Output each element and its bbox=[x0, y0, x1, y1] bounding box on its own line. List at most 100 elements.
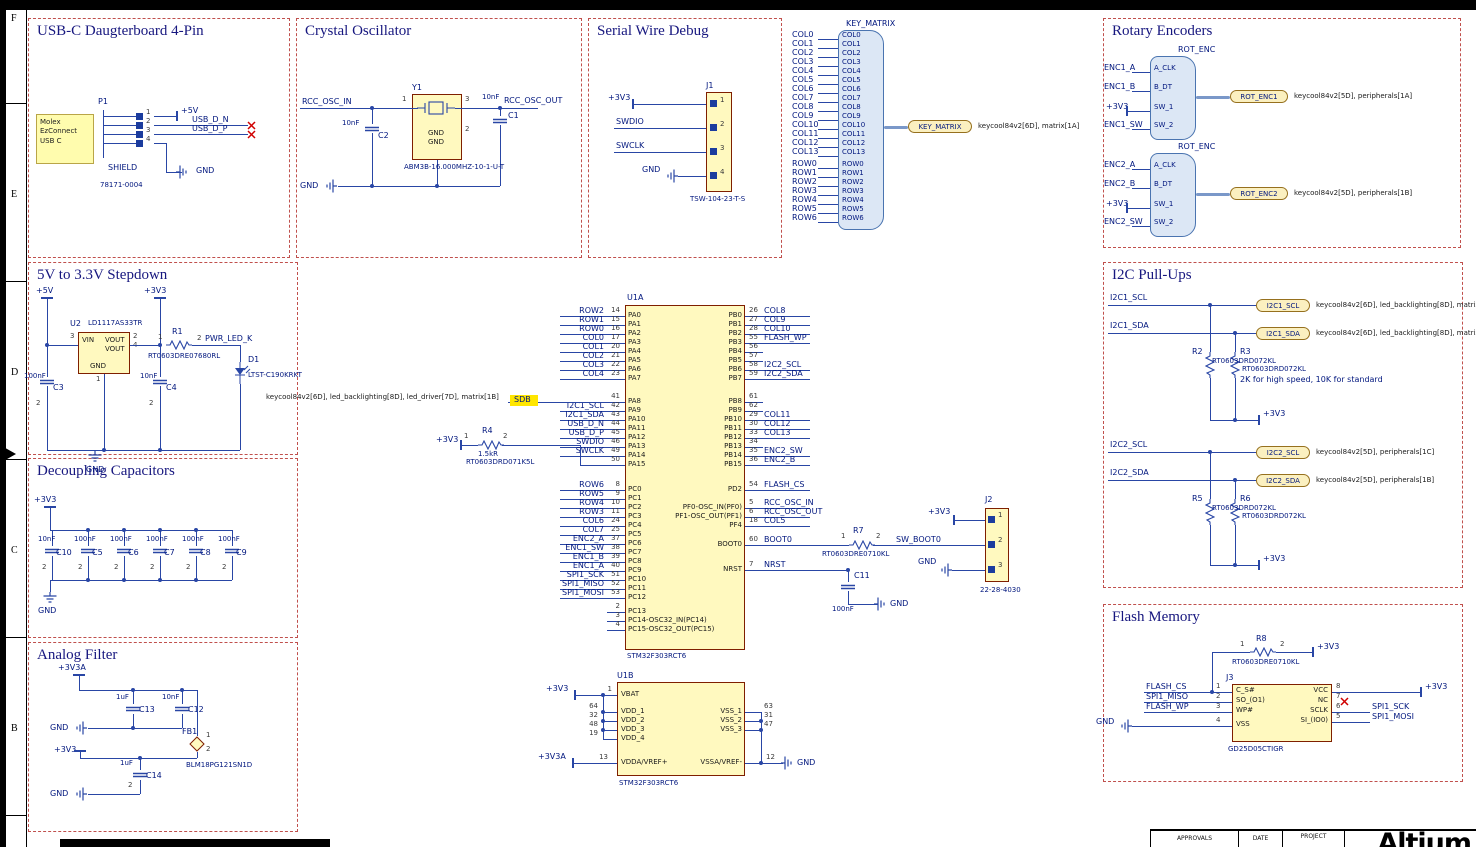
designator[interactable]: J2 bbox=[985, 495, 993, 504]
power-port[interactable] bbox=[176, 111, 178, 121]
capacitor-symbol[interactable] bbox=[175, 704, 189, 714]
component-body[interactable] bbox=[1232, 684, 1332, 742]
net-label[interactable]: COL2 bbox=[582, 351, 604, 360]
net-label[interactable]: USB_D_P bbox=[568, 428, 604, 437]
power-port[interactable] bbox=[460, 440, 462, 450]
value-label[interactable]: 100nF bbox=[218, 535, 240, 543]
net-label[interactable]: ENC2_SW bbox=[1104, 217, 1143, 226]
designator[interactable]: Y1 bbox=[412, 83, 422, 92]
component-body[interactable] bbox=[617, 682, 745, 776]
gnd-power-port-icon[interactable] bbox=[75, 720, 87, 736]
gnd-power-port-icon[interactable] bbox=[75, 786, 87, 802]
net-label[interactable]: GND bbox=[642, 165, 661, 174]
power-port[interactable] bbox=[1126, 106, 1128, 116]
net-label[interactable]: SWCLK bbox=[616, 141, 645, 150]
power-port[interactable] bbox=[1126, 203, 1128, 213]
net-label[interactable]: ROW0 bbox=[792, 159, 817, 168]
value-label[interactable]: 100nF bbox=[146, 535, 168, 543]
resistor-symbol[interactable] bbox=[849, 539, 875, 551]
net-label[interactable]: ROW6 bbox=[579, 480, 604, 489]
net-label[interactable]: RCC_OSC_IN bbox=[764, 498, 814, 507]
net-label[interactable]: ENC1_B bbox=[572, 552, 604, 561]
net-label[interactable]: +5V bbox=[181, 106, 199, 115]
net-label[interactable]: COL8 bbox=[792, 102, 814, 111]
designator[interactable]: FB1 bbox=[182, 727, 198, 736]
designator[interactable]: C1 bbox=[508, 111, 519, 120]
net-label[interactable]: I2C1_SCL bbox=[1110, 293, 1148, 302]
net-label[interactable]: SHIELD bbox=[108, 163, 138, 172]
capacitor-symbol[interactable] bbox=[153, 546, 167, 556]
designator[interactable]: U1B bbox=[617, 671, 634, 680]
net-label[interactable]: SWDIO bbox=[616, 117, 644, 126]
value-label[interactable]: 22-28-4030 bbox=[980, 586, 1021, 594]
designator[interactable]: C14 bbox=[146, 771, 162, 780]
net-label[interactable]: SWDIO bbox=[576, 437, 604, 446]
net-label[interactable]: SPI1_MOSI bbox=[562, 588, 604, 597]
value-label[interactable]: 10nF bbox=[162, 693, 180, 701]
net-label[interactable]: ROW3 bbox=[792, 186, 817, 195]
resistor-symbol[interactable] bbox=[1229, 499, 1241, 525]
designator[interactable]: R2 bbox=[1192, 347, 1203, 356]
net-label[interactable]: FLASH_WP bbox=[1146, 702, 1189, 711]
capacitor-symbol[interactable] bbox=[40, 377, 54, 387]
power-port[interactable] bbox=[953, 515, 955, 525]
net-label[interactable]: +5V bbox=[36, 286, 54, 295]
designator[interactable]: R7 bbox=[853, 526, 864, 535]
net-label[interactable]: +3V3 bbox=[1263, 409, 1286, 418]
power-port[interactable] bbox=[74, 750, 86, 752]
power-port[interactable] bbox=[572, 758, 574, 768]
harness-connector[interactable] bbox=[1150, 56, 1196, 140]
net-label[interactable]: +3V3 bbox=[608, 93, 631, 102]
value-label[interactable]: 10nF bbox=[140, 372, 158, 380]
designator[interactable]: R8 bbox=[1256, 634, 1267, 643]
resistor-symbol[interactable] bbox=[166, 339, 192, 351]
capacitor-symbol[interactable] bbox=[117, 546, 131, 556]
net-label[interactable]: ROW5 bbox=[579, 489, 604, 498]
net-label[interactable]: +3V3 bbox=[546, 684, 569, 693]
net-label[interactable]: COL4 bbox=[582, 369, 604, 378]
net-label[interactable]: GND bbox=[1096, 717, 1115, 726]
net-label[interactable]: BOOT0 bbox=[764, 535, 792, 544]
net-label[interactable]: COL6 bbox=[792, 84, 814, 93]
net-label[interactable]: +3V3 bbox=[144, 286, 167, 295]
value-label[interactable]: 100nF bbox=[74, 535, 96, 543]
net-label[interactable]: I2C1_SDA bbox=[1110, 321, 1149, 330]
value-label[interactable]: STM32F303RCT6 bbox=[619, 779, 679, 787]
net-label[interactable]: GND bbox=[918, 557, 937, 566]
value-label[interactable]: GD25D05CTIGR bbox=[1228, 745, 1284, 753]
capacitor-symbol[interactable] bbox=[133, 770, 147, 780]
capacitor-symbol[interactable] bbox=[365, 124, 379, 134]
net-label[interactable]: ROW4 bbox=[579, 498, 604, 507]
designator[interactable]: P1 bbox=[98, 97, 108, 106]
capacitor-symbol[interactable] bbox=[493, 116, 507, 126]
net-label[interactable]: RCC_OSC_IN bbox=[302, 97, 352, 106]
value-label[interactable]: RT0603DRD072KL bbox=[1242, 365, 1306, 373]
designator[interactable]: J3 bbox=[1226, 673, 1234, 682]
net-label[interactable]: NRST bbox=[764, 560, 786, 569]
net-label[interactable]: ENC1_SW bbox=[1104, 120, 1143, 129]
net-label[interactable]: +3V3 bbox=[1106, 102, 1129, 111]
value-label[interactable]: 100nF bbox=[110, 535, 132, 543]
gnd-power-port-icon[interactable] bbox=[940, 562, 952, 578]
designator[interactable]: U2 bbox=[70, 319, 81, 328]
net-label[interactable]: +3V3A bbox=[58, 663, 86, 672]
net-label[interactable]: COL8 bbox=[764, 306, 786, 315]
net-label[interactable]: ENC1_A bbox=[1104, 63, 1136, 72]
net-label[interactable]: ENC1_B bbox=[1104, 82, 1136, 91]
capacitor-symbol[interactable] bbox=[225, 546, 239, 556]
gnd-power-port-icon[interactable] bbox=[666, 168, 678, 184]
power-port[interactable] bbox=[1258, 560, 1260, 570]
designator[interactable]: R6 bbox=[1240, 494, 1251, 503]
resistor-symbol[interactable] bbox=[1204, 499, 1216, 525]
net-label[interactable]: ENC2_SW bbox=[764, 446, 803, 455]
net-label[interactable]: GND bbox=[38, 606, 57, 615]
power-port[interactable] bbox=[41, 297, 53, 299]
value-label[interactable]: LTST-C190KRKT bbox=[248, 371, 302, 379]
net-label[interactable]: I2C2_SCL bbox=[764, 360, 802, 369]
designator[interactable]: C11 bbox=[854, 571, 870, 580]
net-label[interactable]: COL6 bbox=[582, 516, 604, 525]
net-label[interactable]: I2C1_SCL bbox=[566, 401, 604, 410]
capacitor-symbol[interactable] bbox=[153, 377, 167, 387]
net-label[interactable]: COL7 bbox=[582, 525, 604, 534]
